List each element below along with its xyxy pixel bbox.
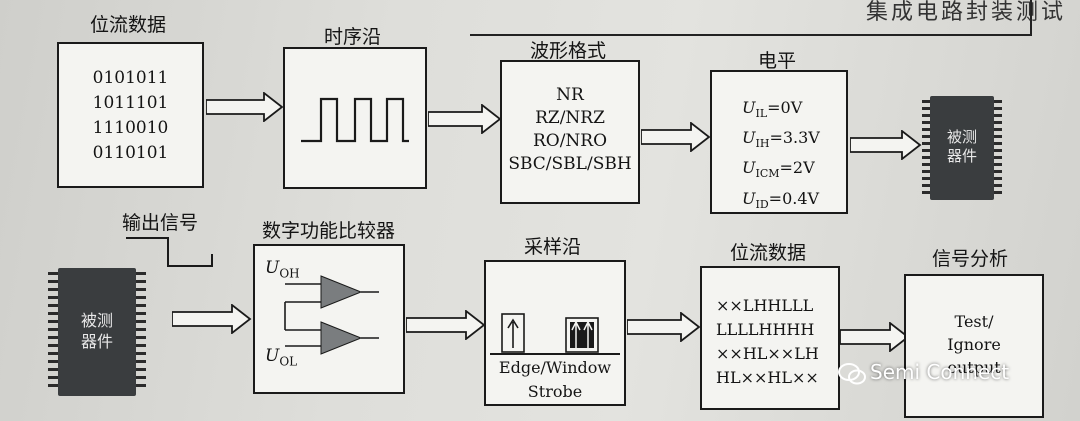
comparator-title: 数字功能比较器 <box>262 220 396 242</box>
bitstream-line: ××LHHLLL <box>716 296 814 315</box>
levels-box: UIL=0V UIH=3.3V UICM=2V UID=0.4V <box>710 70 848 214</box>
chip-pins-icon <box>48 272 146 387</box>
format-line: SBC/SBL/SBH <box>508 154 632 174</box>
uol-label: UOL <box>265 346 298 369</box>
strobe-edge-window-icon <box>490 313 620 355</box>
bottom-bitstream-box: ××LHHLLL LLLLHHHH ××HL××LH HL××HL×× <box>700 266 840 410</box>
strobe-line: Strobe <box>527 382 583 401</box>
levels-lines: UIL=0V UIH=3.3V UICM=2V UID=0.4V <box>742 96 820 217</box>
flow-arrow <box>206 92 284 122</box>
chip-label: 被测 器件 <box>58 310 136 352</box>
chip-label-line: 器件 <box>80 332 113 351</box>
header-border <box>470 0 1032 36</box>
chip-label-line: 被测 <box>946 128 977 146</box>
waveform-format-box: NR RZ/NRZ RO/NRO SBC/SBL/SBH <box>500 60 640 204</box>
flow-arrow <box>850 130 922 160</box>
flow-arrow <box>406 310 486 340</box>
bitstream-line: HL××HL×× <box>716 368 819 387</box>
strobe-text: Edge/Window Strobe <box>486 356 624 404</box>
waveform-format-lines: NR RZ/NRZ RO/NRO SBC/SBL/SBH <box>502 84 638 176</box>
bitstream-line: 1011101 <box>92 93 169 113</box>
bitstream-line: LLLLHHHH <box>716 320 815 339</box>
strobe-line: Edge/Window <box>498 358 612 377</box>
chip-label-line: 器件 <box>946 147 977 165</box>
comparator-triangles-icon <box>284 275 379 355</box>
uoh-label: UOH <box>265 258 300 281</box>
bitstream-line: 0101011 <box>92 68 169 88</box>
bitstream-line: ××HL××LH <box>716 344 819 363</box>
format-line: RZ/NRZ <box>535 108 605 128</box>
bitstream-line: 0110101 <box>92 143 169 163</box>
output-signal-title: 输出信号 <box>122 212 199 234</box>
analysis-line: output <box>947 358 1001 377</box>
levels-title: 电平 <box>758 50 797 72</box>
flow-arrow <box>172 304 252 334</box>
strobe-title: 采样沿 <box>524 236 582 258</box>
analysis-title: 信号分析 <box>932 248 1009 270</box>
bitstream-line: 1110010 <box>92 118 169 138</box>
dut-chip-top: 被测 器件 <box>922 96 1002 200</box>
analysis-box: Test/ Ignore output <box>904 274 1044 418</box>
format-line: NR <box>556 85 584 105</box>
level-line: UIH=3.3V <box>742 128 820 151</box>
output-step-waveform-icon <box>126 237 213 267</box>
bottom-bitstream-lines: ××LHHLLL LLLLHHHH ××HL××LH HL××HL×× <box>716 294 819 390</box>
format-line: RO/NRO <box>532 131 608 151</box>
chip-body <box>930 96 994 200</box>
level-line: UIL=0V <box>742 98 803 121</box>
analysis-line: Ignore <box>947 335 1001 354</box>
chip-pins-icon <box>922 100 1002 194</box>
flow-arrow <box>641 122 711 152</box>
wechat-icon <box>838 363 866 385</box>
dut-chip-bottom: 被测 器件 <box>48 268 146 396</box>
timing-edge-box <box>283 47 427 189</box>
flow-arrow <box>840 322 910 352</box>
header-title-fragment: 集成电路封装测试 <box>865 0 1066 25</box>
chip-body <box>58 268 136 396</box>
bitstream-lines: 0101011 1011101 1110010 0110101 <box>59 66 202 166</box>
pulse-waveform-icon <box>301 97 409 143</box>
level-line: UID=0.4V <box>742 188 820 211</box>
bitstream-title: 位流数据 <box>90 14 167 36</box>
watermark-text: Semi Connect <box>870 360 1010 384</box>
strobe-box: Edge/Window Strobe <box>484 260 626 406</box>
bitstream-box: 0101011 1011101 1110010 0110101 <box>57 42 204 188</box>
comparator-box: UOH UOL <box>253 244 405 394</box>
bottom-bitstream-title: 位流数据 <box>730 242 807 264</box>
flow-arrow <box>627 312 701 342</box>
waveform-format-title: 波形格式 <box>530 40 607 62</box>
timing-edge-title: 时序沿 <box>324 26 382 48</box>
chip-label-line: 被测 <box>80 311 113 330</box>
level-line: UICM=2V <box>742 158 815 181</box>
analysis-lines: Test/ Ignore output <box>906 310 1042 379</box>
chip-label: 被测 器件 <box>930 128 994 166</box>
flow-arrow <box>428 104 502 134</box>
analysis-line: Test/ <box>954 312 994 331</box>
